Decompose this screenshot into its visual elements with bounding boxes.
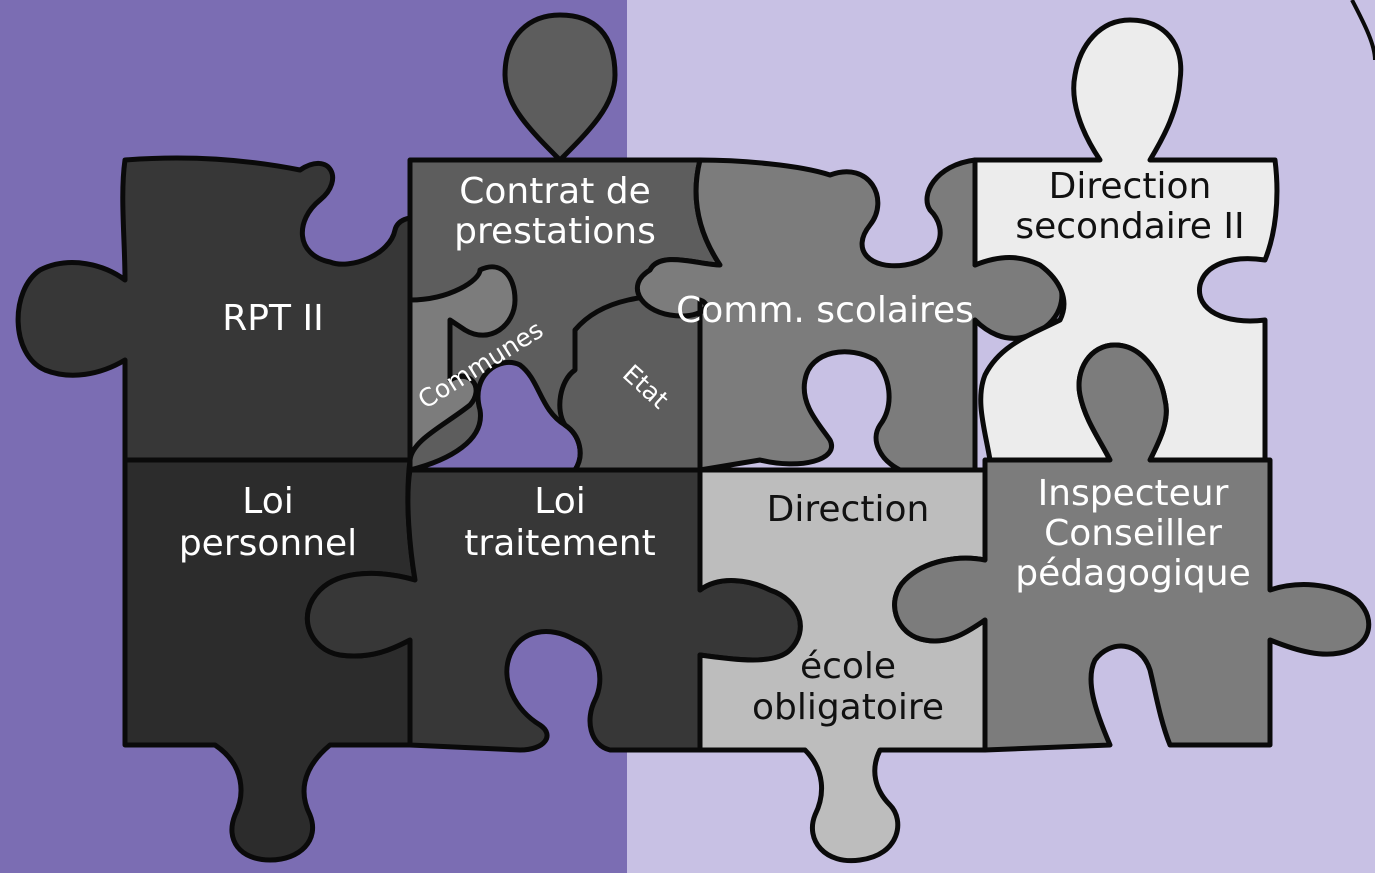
label-inspecteur-line2: Conseiller: [1044, 513, 1222, 554]
label-contrat-line1: Contrat de: [459, 171, 651, 212]
piece-inspecteur: [892, 342, 1372, 753]
label-comm-scolaires: Comm. scolaires: [676, 290, 974, 331]
label-rpt: RPT II: [222, 298, 323, 339]
piece-etat: [557, 293, 703, 473]
piece-comm-scolaires: [635, 157, 1065, 473]
label-loi-traitement-line1: Loi: [534, 481, 585, 522]
piece-communes: [407, 264, 518, 463]
label-loi-personnel-line2: personnel: [179, 523, 357, 564]
label-direction-sec-line2: secondaire II: [1015, 206, 1244, 247]
label-direction-line1: Direction: [767, 489, 930, 530]
label-loi-personnel-line1: Loi: [242, 481, 293, 522]
label-contrat-line2: prestations: [454, 211, 656, 252]
label-direction-line3: obligatoire: [752, 687, 944, 728]
label-inspecteur-line1: Inspecteur: [1038, 473, 1229, 514]
label-loi-traitement-line2: traitement: [464, 523, 655, 564]
label-direction-sec-line1: Direction: [1049, 166, 1212, 207]
label-direction-line2: école: [800, 646, 896, 687]
label-inspecteur-line3: pédagogique: [1015, 553, 1250, 594]
